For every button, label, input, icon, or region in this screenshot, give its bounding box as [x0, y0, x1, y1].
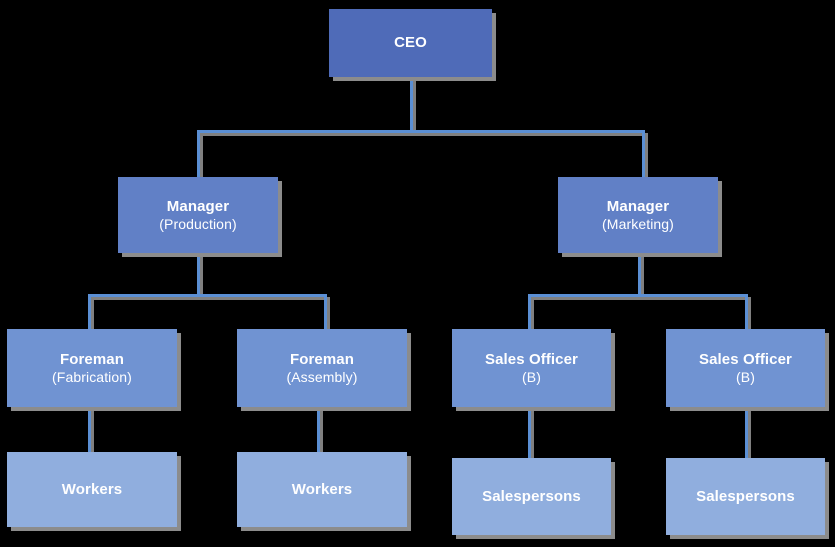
node-sales-officer-1-subtitle: (B)	[522, 368, 541, 385]
node-foreman-assembly[interactable]: Foreman (Assembly)	[237, 329, 407, 407]
connector-to-mgr-prod	[197, 130, 200, 177]
node-manager-production[interactable]: Manager (Production)	[118, 177, 278, 253]
node-workers-assembly[interactable]: Workers	[237, 452, 407, 527]
node-foreman-fabrication[interactable]: Foreman (Fabrication)	[7, 329, 177, 407]
node-sales-officer-2-title: Sales Officer	[698, 350, 792, 368]
node-sales-officer-2-subtitle: (B)	[736, 368, 755, 385]
node-foreman-assembly-subtitle: (Assembly)	[286, 368, 358, 385]
node-salespersons-2-title: Salespersons	[696, 487, 795, 505]
connector-sales-off-1-down	[528, 406, 531, 458]
node-salespersons-1[interactable]: Salespersons	[452, 458, 611, 535]
node-sales-officer-1[interactable]: Sales Officer (B)	[452, 329, 611, 407]
connector-to-mgr-mkt	[642, 130, 645, 177]
connector-ceo-bus	[197, 130, 645, 133]
connector-to-sales-off-2	[745, 294, 748, 329]
connector-sales-off-2-down	[745, 406, 748, 458]
node-foreman-assembly-title: Foreman	[289, 350, 355, 368]
node-ceo-title: CEO	[394, 34, 427, 52]
connector-mgr-mkt-bus	[528, 294, 748, 297]
connector-to-foreman-fab	[88, 294, 91, 329]
node-manager-marketing[interactable]: Manager (Marketing)	[558, 177, 718, 253]
connector-ceo-down	[410, 78, 413, 130]
connector-mgr-prod-bus	[88, 294, 327, 297]
connector-to-sales-off-1	[528, 294, 531, 329]
node-salespersons-2[interactable]: Salespersons	[666, 458, 825, 535]
connector-to-foreman-asm	[324, 294, 327, 329]
node-workers-fabrication-title: Workers	[61, 480, 123, 498]
node-foreman-fabrication-subtitle: (Fabrication)	[52, 368, 132, 385]
node-sales-officer-1-title: Sales Officer	[484, 350, 578, 368]
connector-mgr-mkt-down	[638, 252, 641, 294]
node-salespersons-1-title: Salespersons	[482, 487, 581, 505]
node-ceo[interactable]: CEO	[329, 9, 492, 77]
node-manager-production-subtitle: (Production)	[159, 215, 237, 232]
node-manager-marketing-title: Manager	[606, 197, 670, 215]
connector-foreman-asm-down	[317, 406, 320, 452]
node-manager-marketing-subtitle: (Marketing)	[602, 215, 674, 232]
node-workers-assembly-title: Workers	[291, 480, 353, 498]
node-sales-officer-2[interactable]: Sales Officer (B)	[666, 329, 825, 407]
connector-mgr-prod-down	[197, 252, 200, 294]
connector-foreman-fab-down	[88, 406, 91, 452]
node-foreman-fabrication-title: Foreman	[59, 350, 125, 368]
node-workers-fabrication[interactable]: Workers	[7, 452, 177, 527]
node-manager-production-title: Manager	[166, 197, 230, 215]
